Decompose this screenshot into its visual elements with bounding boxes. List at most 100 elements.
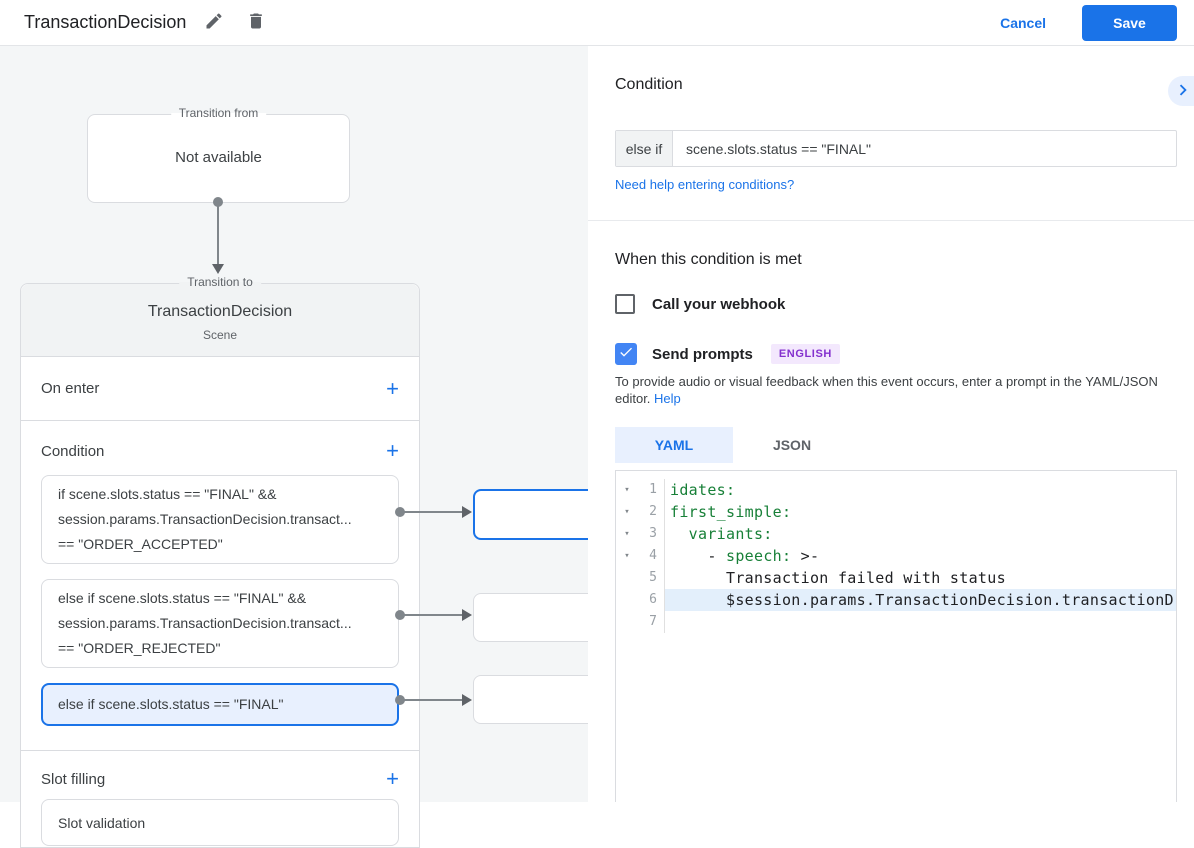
prompt-description-text: To provide audio or visual feedback when…: [615, 374, 1158, 406]
connector-arrowhead-icon: [462, 506, 472, 518]
panel-title: Condition: [615, 76, 683, 93]
collapse-panel-button[interactable]: [1168, 76, 1194, 106]
scene-subtitle: Scene: [202, 328, 238, 342]
condition-section: Condition + if scene.slots.status == "FI…: [21, 421, 419, 751]
line-number: 7: [638, 611, 665, 633]
trash-icon: [246, 11, 266, 34]
line-number: 2: [638, 501, 665, 523]
tab-yaml[interactable]: YAML: [615, 427, 733, 463]
connector-dot: [395, 507, 405, 517]
connector-arrowhead-icon: [462, 609, 472, 621]
connector-line: [404, 614, 462, 616]
header-actions: Cancel Save: [1000, 4, 1177, 41]
code-text: variants:: [670, 525, 773, 543]
code-line: ▾ 4 - speech: >-: [616, 545, 1176, 567]
transition-target-box[interactable]: [473, 675, 600, 724]
save-button[interactable]: Save: [1082, 4, 1177, 41]
code-text: $session.params.TransactionDecision.tran…: [665, 589, 1176, 611]
transition-to-box: Transition to TransactionDecision Scene …: [20, 275, 420, 848]
code-text: -: [670, 547, 726, 565]
condition-card-order-accepted[interactable]: if scene.slots.status == "FINAL" && sess…: [41, 475, 399, 564]
transition-from-legend: Transition from: [170, 106, 267, 120]
code-text: speech:: [726, 547, 792, 565]
transition-target-box-selected[interactable]: [473, 489, 600, 540]
plus-icon: +: [386, 375, 399, 401]
code-line-highlighted: 6 $session.params.TransactionDecision.tr…: [616, 589, 1176, 611]
on-enter-section: On enter +: [21, 357, 419, 421]
on-enter-label: On enter: [41, 380, 100, 397]
fold-arrow-icon[interactable]: ▾: [624, 485, 630, 495]
call-webhook-checkbox[interactable]: [615, 294, 635, 314]
code-line: ▾ 3 variants:: [616, 523, 1176, 545]
line-number: 3: [638, 523, 665, 545]
plus-icon: +: [386, 438, 399, 463]
line-number: 5: [638, 567, 665, 589]
connector-dot: [213, 197, 223, 207]
connector-line: [404, 699, 462, 701]
condition-detail-panel: Condition else if scene.slots.status == …: [588, 46, 1194, 802]
connector-arrowhead-icon: [212, 264, 224, 274]
language-badge: ENGLISH: [770, 344, 840, 364]
code-line: ▾ 2 first_simple:: [616, 501, 1176, 523]
plus-icon: +: [386, 766, 399, 791]
connector-line: [217, 206, 219, 264]
yaml-code-editor[interactable]: ▾ 1 idates: ▾ 2 first_simple: ▾ 3 varian…: [615, 470, 1177, 802]
edit-scene-button[interactable]: [200, 7, 228, 38]
code-line: 5 Transaction failed with status: [616, 567, 1176, 589]
condition-help-link[interactable]: Need help entering conditions?: [615, 177, 795, 192]
prompt-description: To provide audio or visual feedback when…: [615, 373, 1172, 407]
when-condition-met-title: When this condition is met: [615, 251, 802, 268]
condition-section-label: Condition: [41, 442, 105, 460]
tab-json[interactable]: JSON: [772, 437, 812, 453]
transition-from-value: Not available: [175, 149, 262, 166]
slot-validation-card[interactable]: Slot validation: [41, 799, 399, 846]
code-text: idates:: [670, 481, 736, 499]
divider: [588, 220, 1194, 221]
fold-arrow-icon[interactable]: ▾: [624, 551, 630, 561]
scene-header[interactable]: TransactionDecision Scene: [21, 284, 419, 357]
code-text: >-: [791, 547, 820, 565]
editor-tabs: YAML JSON: [615, 427, 851, 463]
add-condition-button[interactable]: +: [386, 438, 399, 463]
condition-expression-row: else if scene.slots.status == "FINAL": [615, 130, 1177, 167]
add-slot-button[interactable]: +: [386, 766, 399, 791]
call-webhook-label: Call your webhook: [652, 295, 786, 313]
connector-dot: [395, 695, 405, 705]
condition-card-final-selected[interactable]: else if scene.slots.status == "FINAL": [41, 683, 399, 726]
add-on-enter-button[interactable]: +: [386, 375, 399, 401]
transition-target-box[interactable]: [473, 593, 600, 642]
checkmark-icon: [618, 344, 634, 365]
connector-arrowhead-icon: [462, 694, 472, 706]
pencil-icon: [204, 11, 224, 34]
code-text: first_simple:: [670, 503, 792, 521]
chevron-right-icon: [1172, 79, 1194, 104]
line-number: 1: [638, 479, 665, 501]
transition-from-box[interactable]: Transition from Not available: [87, 106, 350, 203]
condition-card-order-rejected[interactable]: else if scene.slots.status == "FINAL" &&…: [41, 579, 399, 668]
fold-arrow-icon[interactable]: ▾: [624, 529, 630, 539]
delete-scene-button[interactable]: [242, 7, 270, 38]
condition-prefix-label: else if: [616, 131, 673, 166]
help-link[interactable]: Help: [654, 391, 681, 406]
code-line: ▾ 1 idates:: [616, 479, 1176, 501]
transition-to-legend: Transition to: [179, 275, 261, 289]
connector-line: [404, 511, 462, 513]
send-prompts-row: Send prompts ENGLISH: [615, 343, 840, 365]
send-prompts-label: Send prompts: [652, 345, 753, 363]
top-bar: TransactionDecision Cancel Save: [0, 0, 1194, 46]
scene-title: TransactionDecision: [147, 303, 293, 320]
call-webhook-row: Call your webhook: [615, 294, 785, 314]
code-text: Transaction failed with status: [670, 569, 1006, 587]
fold-arrow-icon[interactable]: ▾: [624, 507, 630, 517]
line-number: 4: [638, 545, 665, 567]
code-text: [665, 611, 1176, 633]
slot-filling-label: Slot filling: [41, 770, 106, 788]
send-prompts-checkbox[interactable]: [615, 343, 637, 365]
cancel-button[interactable]: Cancel: [1000, 14, 1046, 31]
condition-expression-input[interactable]: scene.slots.status == "FINAL": [686, 140, 872, 157]
page-title: TransactionDecision: [24, 12, 187, 32]
line-number: 6: [638, 589, 665, 611]
connector-dot: [395, 610, 405, 620]
code-line: 7: [616, 611, 1176, 633]
slot-filling-section: Slot filling + Slot validation: [21, 751, 419, 846]
